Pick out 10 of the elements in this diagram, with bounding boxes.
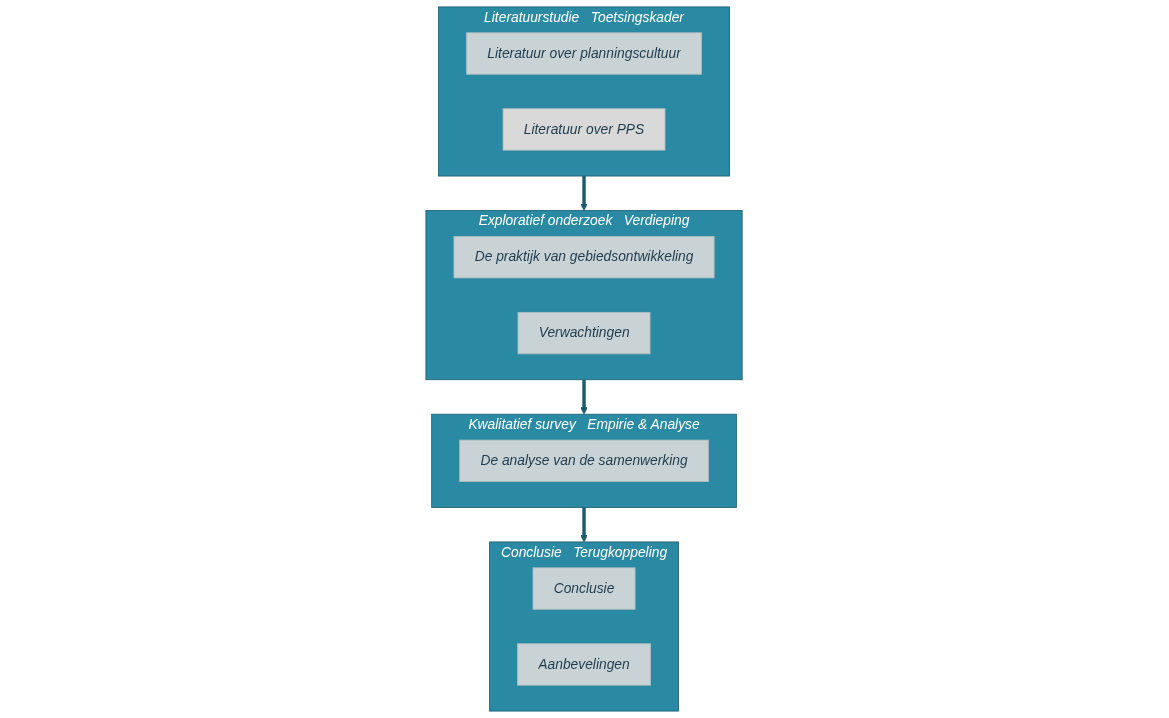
node-box: Aanbevelingen (517, 643, 652, 686)
node-box: Conclusie (533, 567, 636, 610)
node-box: Verwachtingen (518, 311, 651, 355)
arrow (580, 176, 589, 211)
arrow (580, 379, 589, 415)
node-box: Literatuur over PPS (503, 108, 666, 151)
node-box: De praktijk van gebiedsontwikkeling (454, 236, 715, 279)
arrow (580, 507, 589, 543)
node-box: De analyse van de samenwerking (459, 439, 710, 482)
node-box: Literatuur over planningscultuur (466, 32, 703, 75)
